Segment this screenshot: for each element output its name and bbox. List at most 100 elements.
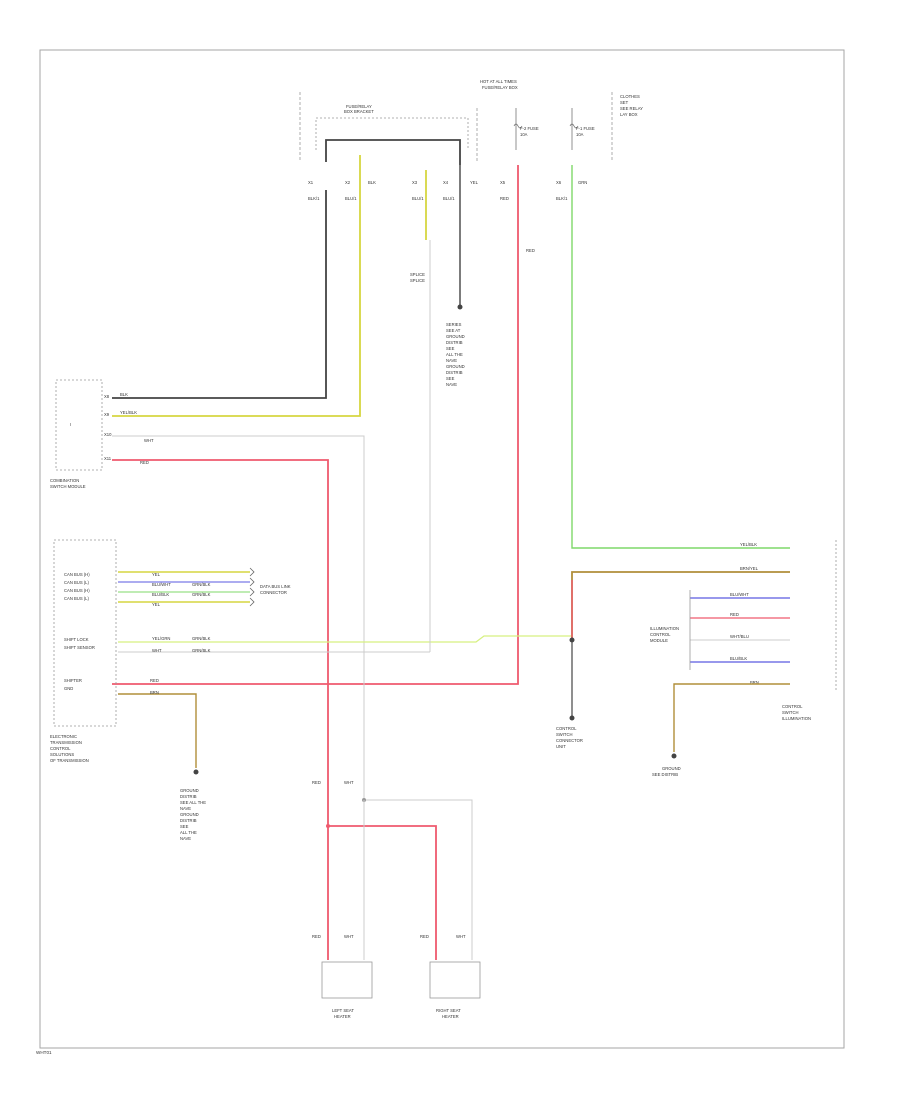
svg-text:GROUND: GROUND xyxy=(180,788,199,793)
ground-point-left xyxy=(193,769,199,775)
svg-text:SPLICE: SPLICE xyxy=(410,278,425,283)
svg-text:X11: X11 xyxy=(104,456,112,461)
svg-text:CONTROL: CONTROL xyxy=(782,704,803,709)
svg-text:X8: X8 xyxy=(104,394,110,399)
svg-text:X2: X2 xyxy=(345,180,351,185)
svg-text:NAVE: NAVE xyxy=(446,382,457,387)
svg-text:BLK: BLK xyxy=(120,392,128,397)
svg-text:TRANSMISSION: TRANSMISSION xyxy=(50,740,82,745)
svg-text:DATA BUS LINK: DATA BUS LINK xyxy=(260,584,291,589)
svg-text:F-1 FUSE: F-1 FUSE xyxy=(576,126,595,131)
svg-text:ILLUMINATION: ILLUMINATION xyxy=(782,716,811,721)
svg-text:X6: X6 xyxy=(556,180,562,185)
svg-text:X3: X3 xyxy=(412,180,418,185)
left-module-pins: X8 BLK X9 YEL/BLK X10 WHT X11 RED xyxy=(104,392,154,465)
svg-text:RIGHT SEAT: RIGHT SEAT xyxy=(436,1008,461,1013)
svg-text:SERIES: SERIES xyxy=(446,322,462,327)
svg-text:WHT: WHT xyxy=(144,438,154,443)
svg-text:BLU/1: BLU/1 xyxy=(345,196,357,201)
wire-green-riser xyxy=(571,165,790,549)
svg-text:X4: X4 xyxy=(443,180,449,185)
svg-text:LAY BOX: LAY BOX xyxy=(620,112,638,117)
svg-text:ELECTRONIC: ELECTRONIC xyxy=(50,734,77,739)
svg-text:F-2 FUSE: F-2 FUSE xyxy=(520,126,539,131)
svg-text:SEE ALL THE: SEE ALL THE xyxy=(180,800,206,805)
svg-text:FUSE/RELAY BOX: FUSE/RELAY BOX xyxy=(482,85,518,90)
svg-text:CONNECTOR: CONNECTOR xyxy=(556,738,583,743)
svg-text:SWITCH: SWITCH xyxy=(556,732,573,737)
ground-point-top xyxy=(457,304,463,310)
svg-text:RED: RED xyxy=(500,196,509,201)
right-module-name: CONTROL SWITCH ILLUMINATION xyxy=(782,704,811,721)
svg-text:NAVE: NAVE xyxy=(180,806,191,811)
svg-text:10A: 10A xyxy=(520,132,528,137)
svg-text:CAN BUS (L): CAN BUS (L) xyxy=(64,580,90,585)
footer-code: WHT01 xyxy=(36,1050,52,1055)
svg-text:UNIT: UNIT xyxy=(556,744,566,749)
svg-text:DISTRIB: DISTRIB xyxy=(180,818,197,823)
svg-text:NAVE: NAVE xyxy=(180,836,191,841)
svg-text:X10: X10 xyxy=(104,432,112,437)
data-bus-connector: DATA BUS LINK CONNECTOR xyxy=(249,567,291,607)
svg-text:CLOTHES: CLOTHES xyxy=(620,94,640,99)
svg-text:BRN/YEL: BRN/YEL xyxy=(740,566,759,571)
fuse-bracket-label: FUSE/RELAY BOX BRACKET xyxy=(344,104,374,114)
svg-text:BRN: BRN xyxy=(750,680,759,685)
svg-text:SHIFTER: SHIFTER xyxy=(64,678,82,683)
svg-text:YEL/GRN: YEL/GRN xyxy=(152,636,170,641)
svg-text:DISTRIB: DISTRIB xyxy=(446,340,463,345)
ecu-bottom-wire-labels: RED BRN xyxy=(150,678,159,695)
svg-text:FUSE/RELAY: FUSE/RELAY xyxy=(346,104,372,109)
svg-text:DISTRIB: DISTRIB xyxy=(446,370,463,375)
svg-text:GROUND: GROUND xyxy=(662,766,681,771)
right-seat-heater-label: RIGHT SEAT HEATER xyxy=(436,1008,461,1019)
svg-text:WHT: WHT xyxy=(152,648,162,653)
ground-point-right-2 xyxy=(671,753,677,759)
diagram-frame xyxy=(39,49,845,1049)
svg-text:COMBINATION: COMBINATION xyxy=(50,478,79,483)
svg-text:BLU/WHT: BLU/WHT xyxy=(152,582,171,587)
svg-text:GRN/BLK: GRN/BLK xyxy=(192,648,211,653)
right-module-pin-labels: YEL/BLK BRN/YEL BLU/WHT RED WHT/BLU BLU/… xyxy=(730,542,759,685)
svg-text:RED: RED xyxy=(312,934,321,939)
wire-tag-grn: GRN xyxy=(578,180,587,185)
svg-text:GRN/BLK: GRN/BLK xyxy=(192,582,211,587)
fuse-b: F-1 FUSE 10A xyxy=(569,108,595,150)
can-wire-labels: YEL BLU/WHT GRN/BLK BLU/BLK GRN/BLK YEL xyxy=(152,572,211,607)
right-module-wires xyxy=(690,597,790,663)
svg-text:WHT/BLU: WHT/BLU xyxy=(730,634,749,639)
ground-point-right xyxy=(569,715,575,721)
svg-text:GROUND: GROUND xyxy=(446,334,465,339)
ecu-pin-labels: CAN BUS (H) CAN BUS (L) CAN BUS (H) CAN … xyxy=(64,572,95,691)
svg-text:WHT: WHT xyxy=(344,934,354,939)
wire-black-top xyxy=(325,139,461,165)
fuse-a: F-2 FUSE 10A xyxy=(513,108,539,150)
wire-brown-bottom-right xyxy=(673,683,790,752)
svg-text:DISTRIB: DISTRIB xyxy=(180,794,197,799)
svg-text:CONNECTOR: CONNECTOR xyxy=(260,590,287,595)
svg-text:ILLUMINATION: ILLUMINATION xyxy=(650,626,679,631)
svg-text:CAN BUS (H): CAN BUS (H) xyxy=(64,588,90,593)
right-seat-heater xyxy=(429,961,481,999)
svg-text:GROUND: GROUND xyxy=(180,812,199,817)
svg-text:OF TRANSMISSION: OF TRANSMISSION xyxy=(50,758,89,763)
svg-text:HEATER: HEATER xyxy=(442,1014,459,1019)
wire-tag-red: RED xyxy=(526,248,535,253)
splice-labels: SPLICE SPLICE xyxy=(410,272,425,283)
bottom-wire-labels: RED WHT RED WHT RED WHT xyxy=(312,780,466,939)
combination-switch-label: COMBINATION SWITCH MODULE xyxy=(50,478,86,489)
fuse-relay-small-label: CLOTHES SET SEE RELAY LAY BOX xyxy=(620,94,643,117)
left-seat-heater-label: LEFT SEAT HEATER xyxy=(332,1008,354,1019)
wire-brown-right xyxy=(571,571,790,640)
combination-switch-module xyxy=(55,379,103,471)
svg-text:WHT: WHT xyxy=(456,934,466,939)
svg-text:RED: RED xyxy=(150,678,159,683)
svg-text:SPLICE: SPLICE xyxy=(410,272,425,277)
ground-bottom-left-note: GROUND DISTRIB SEE ALL THE NAVE GROUND D… xyxy=(180,788,206,841)
svg-text:NAVE: NAVE xyxy=(446,358,457,363)
svg-text:LEFT SEAT: LEFT SEAT xyxy=(332,1008,354,1013)
svg-text:SHIFT LOCK: SHIFT LOCK xyxy=(64,637,89,642)
splice-red xyxy=(326,824,330,828)
svg-text:BLU/BLK: BLU/BLK xyxy=(152,592,169,597)
svg-text:CONTROL: CONTROL xyxy=(556,726,577,731)
